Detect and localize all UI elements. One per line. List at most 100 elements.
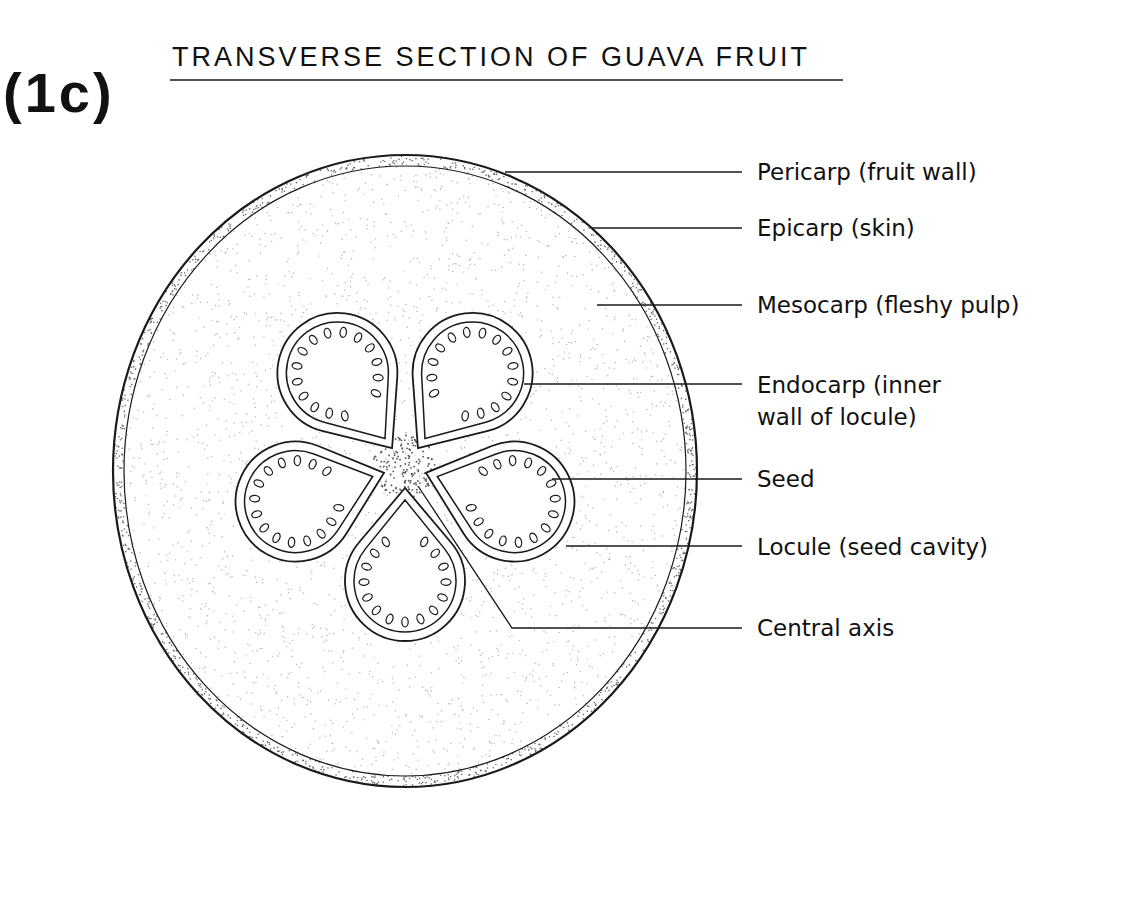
pulp-dot	[252, 650, 253, 651]
pulp-dot	[222, 558, 223, 559]
pulp-dot	[657, 340, 658, 341]
pulp-dot	[378, 322, 379, 323]
pulp-dot	[561, 412, 562, 413]
pulp-dot	[486, 754, 487, 755]
pulp-dot	[596, 344, 597, 345]
pulp-dot	[202, 545, 203, 546]
pulp-dot	[545, 576, 546, 577]
pulp-dot	[272, 609, 273, 610]
pulp-dot	[142, 476, 143, 477]
pulp-dot	[408, 337, 409, 338]
pulp-dot	[388, 287, 389, 288]
pulp-dot	[222, 362, 223, 363]
pulp-dot	[569, 237, 570, 238]
pulp-dot	[413, 306, 414, 307]
pulp-dot	[233, 403, 234, 404]
pulp-dot	[552, 374, 553, 375]
pulp-dot	[546, 586, 547, 587]
pulp-dot	[173, 637, 174, 638]
pulp-dot	[287, 677, 288, 678]
pulp-dot	[403, 309, 404, 310]
pulp-dot	[158, 596, 159, 597]
pulp-dot	[440, 188, 441, 189]
pulp-dot	[174, 574, 175, 575]
pulp-dot	[545, 676, 546, 677]
pulp-dot	[375, 756, 376, 757]
pulp-dot	[668, 375, 669, 376]
pulp-dot	[576, 379, 577, 380]
pulp-dot	[165, 417, 166, 418]
pulp-dot	[416, 284, 417, 285]
pulp-dot	[657, 366, 658, 367]
pulp-dot	[166, 434, 167, 435]
pulp-dot	[257, 634, 258, 635]
pulp-dot	[250, 703, 251, 704]
pulp-dot	[225, 647, 226, 648]
pulp-dot	[253, 336, 254, 337]
pulp-dot	[459, 198, 460, 199]
pulp-dot	[341, 258, 342, 259]
pulp-dot	[475, 277, 476, 278]
pulp-dot	[475, 615, 476, 616]
pulp-dot	[205, 606, 206, 607]
pulp-dot	[557, 308, 558, 309]
pulp-dot	[502, 221, 503, 222]
pulp-dot	[239, 459, 240, 460]
pulp-dot	[572, 537, 573, 538]
pulp-dot	[218, 299, 219, 300]
pulp-dot	[558, 632, 559, 633]
pulp-dot	[187, 551, 188, 552]
pulp-dot	[593, 464, 594, 465]
pulp-dot	[658, 590, 659, 591]
pulp-dot	[320, 627, 321, 628]
pulp-dot	[515, 731, 516, 732]
pulp-dot	[271, 240, 272, 241]
pulp-dot	[608, 367, 609, 368]
pulp-dot	[536, 390, 537, 391]
pulp-dot	[451, 220, 452, 221]
pulp-dot	[631, 319, 632, 320]
pulp-dot	[149, 360, 150, 361]
pulp-dot	[537, 319, 538, 320]
pulp-dot	[372, 676, 373, 677]
pulp-dot	[473, 747, 474, 748]
pulp-dot	[254, 293, 255, 294]
pulp-dot	[345, 200, 346, 201]
pulp-dot	[256, 650, 257, 651]
pulp-dot	[623, 433, 624, 434]
pulp-dot	[364, 308, 365, 309]
pulp-dot	[267, 677, 268, 678]
pulp-dot	[213, 610, 214, 611]
pulp-dot	[676, 525, 677, 526]
pulp-dot	[306, 309, 307, 310]
pulp-dot	[419, 715, 420, 716]
pulp-dot	[299, 590, 300, 591]
pulp-dot	[636, 503, 637, 504]
pulp-dot	[286, 646, 287, 647]
pulp-dot	[508, 576, 509, 577]
pulp-dot	[514, 588, 515, 589]
pulp-dot	[566, 541, 567, 542]
pulp-dot	[276, 412, 277, 413]
pulp-dot	[203, 402, 204, 403]
pulp-dot	[374, 748, 375, 749]
pulp-dot	[667, 504, 668, 505]
pulp-dot	[221, 675, 222, 676]
pulp-dot	[440, 173, 441, 174]
pulp-dot	[591, 379, 592, 380]
pulp-dot	[223, 460, 224, 461]
pulp-dot	[133, 530, 134, 531]
pulp-dot	[128, 449, 129, 450]
pulp-dot	[212, 375, 213, 376]
pulp-dot	[566, 590, 567, 591]
pulp-dot	[448, 269, 449, 270]
pulp-dot	[447, 764, 448, 765]
pulp-dot	[337, 763, 338, 764]
pulp-dot	[641, 623, 642, 624]
pulp-dot	[218, 566, 219, 567]
pulp-dot	[387, 235, 388, 236]
pulp-dot	[290, 672, 291, 673]
pulp-dot	[405, 362, 406, 363]
pulp-dot	[137, 409, 138, 410]
pulp-dot	[160, 598, 161, 599]
